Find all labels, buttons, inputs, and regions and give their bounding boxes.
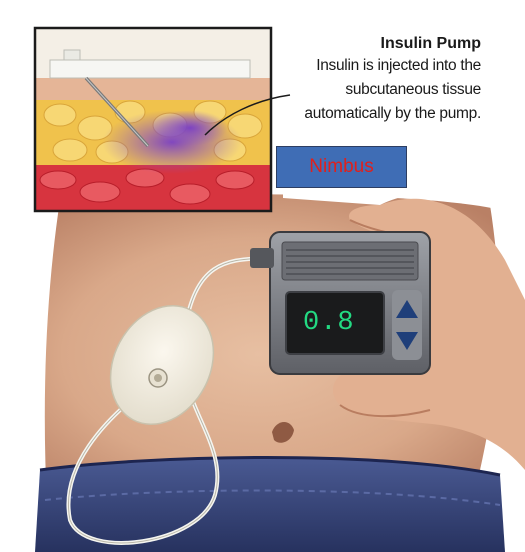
caption-description: Insulin is injected into the subcutaneou… (271, 54, 481, 126)
caption: Insulin Pump Insulin is injected into th… (271, 34, 481, 126)
tissue-cross-section (35, 28, 271, 211)
pump-display-reading: 0.8 (295, 302, 375, 344)
caption-title: Insulin Pump (271, 34, 481, 54)
brand-badge: Nimbus (276, 146, 407, 188)
brand-badge-label: Nimbus (309, 156, 373, 178)
jeans (35, 458, 505, 552)
